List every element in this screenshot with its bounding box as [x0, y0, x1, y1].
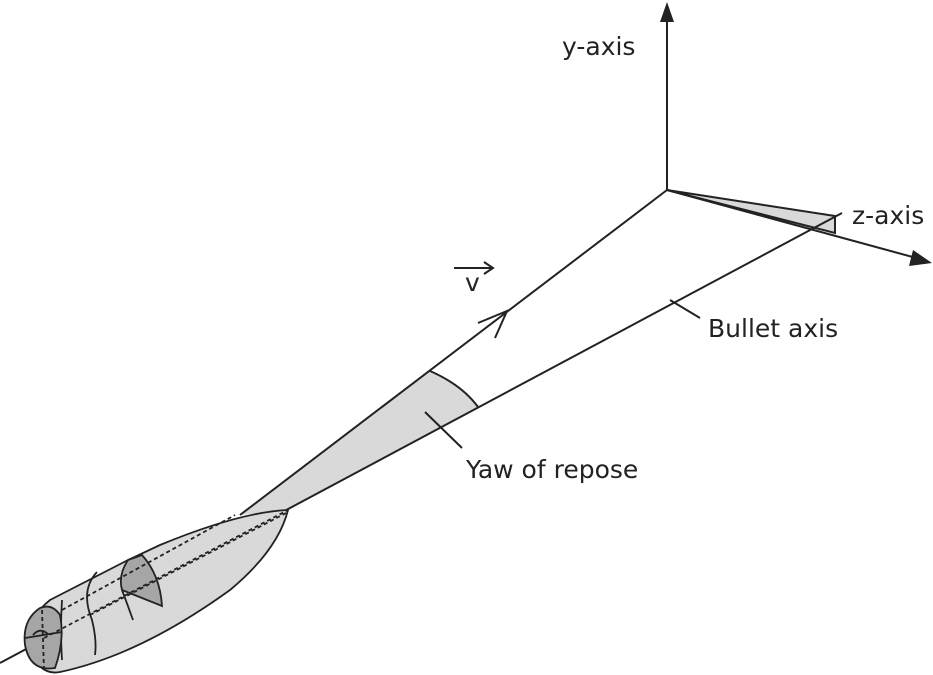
- bullet-axis-leader: [669, 299, 701, 319]
- z-axis-line: [666, 189, 921, 260]
- velocity-arrow-chevron: [477, 309, 509, 339]
- y-axis-label: y-axis: [562, 32, 636, 61]
- velocity-label: v: [465, 268, 480, 297]
- yaw-of-repose-label: Yaw of repose: [466, 455, 639, 484]
- bullet-cut-face: [119, 553, 163, 608]
- y-axis-arrowhead: [660, 2, 674, 22]
- z-axis-arrowhead: [909, 250, 932, 266]
- yaw-leader: [424, 411, 463, 449]
- bullet-axis-label: Bullet axis: [708, 314, 839, 343]
- z-axis-label: z-axis: [852, 201, 925, 230]
- yaw-wedge: [240, 371, 478, 515]
- yaw-arc: [429, 370, 479, 408]
- bullet-base: [23, 605, 63, 670]
- bullet: [23, 509, 290, 674]
- velocity-line: [239, 189, 668, 516]
